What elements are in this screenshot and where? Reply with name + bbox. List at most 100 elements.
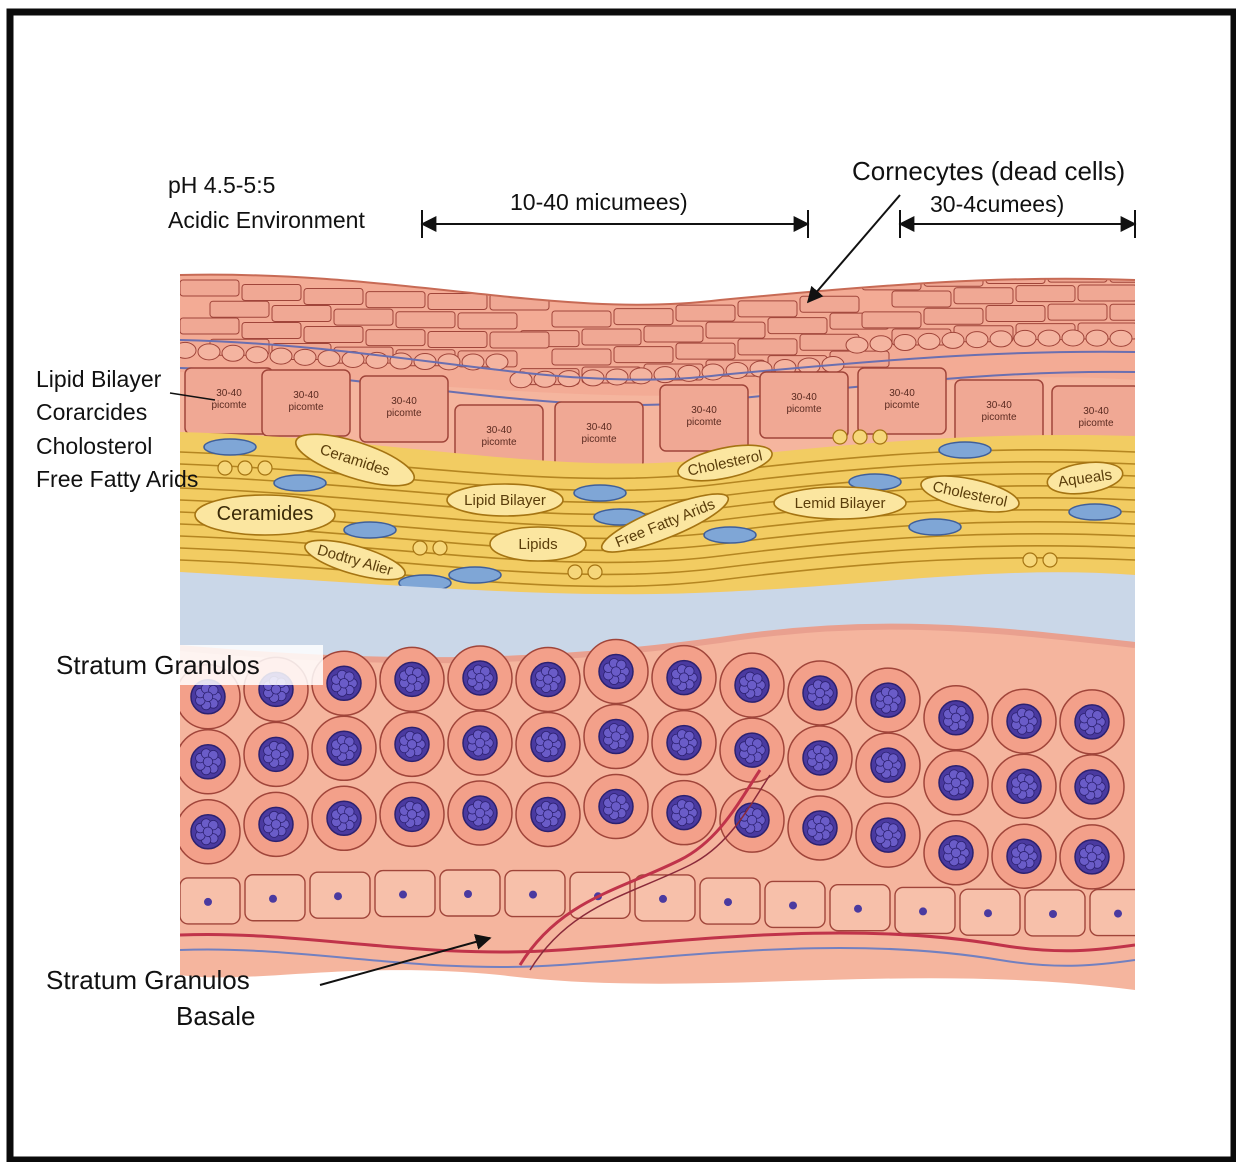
granulosum-cell <box>380 782 444 846</box>
lipid-pill-label: Ceramides <box>217 503 314 525</box>
granulosum-cell <box>924 686 988 750</box>
granulosum-cell <box>448 781 512 845</box>
width-right-label: 30-4cumees) <box>930 191 1064 217</box>
cell-unit-label: picomte <box>386 408 421 419</box>
granulosum-cell <box>584 640 648 704</box>
granulosum-cell <box>856 733 920 797</box>
granulosum-cell <box>720 788 784 852</box>
basale-cell <box>180 878 240 924</box>
lipid-pill: Ceramides <box>195 495 335 535</box>
corneocyte-cell: 30-40picomte <box>262 370 350 436</box>
granulosum-cell <box>516 647 580 711</box>
granulosum-cell <box>1060 690 1124 754</box>
granulosum-cell <box>516 712 580 776</box>
granulosum-cell <box>244 722 308 786</box>
granulosum-cell <box>924 821 988 885</box>
granulosum-cell <box>312 716 376 780</box>
basale-cell <box>245 875 305 921</box>
cell-size-label: 30-40 <box>486 425 512 436</box>
label-cholosterol: Cholosterol <box>36 433 152 459</box>
cell-unit-label: picomte <box>686 417 721 428</box>
granulosum-cell <box>992 754 1056 818</box>
basale-cell <box>765 881 825 927</box>
lipid-pill: Lipid Bilayer <box>447 484 563 516</box>
corneocytes-title: Cornecytes (dead cells) <box>852 156 1125 186</box>
granulosum-cell <box>856 803 920 867</box>
granulosum-cell <box>788 796 852 860</box>
granulosum-cell <box>992 689 1056 753</box>
lipid-pill-label: Lipids <box>518 536 557 553</box>
cell-size-label: 30-40 <box>586 422 612 433</box>
granulosum-cell <box>652 646 716 710</box>
basale-cell <box>830 885 890 931</box>
ph-label: pH 4.5-5:5 <box>168 172 275 198</box>
cell-unit-label: picomte <box>481 437 516 448</box>
label-stratum-granulos: Stratum Granulos <box>56 650 260 680</box>
cell-size-label: 30-40 <box>293 390 319 401</box>
granulosum-cell <box>652 711 716 775</box>
basale-cell <box>635 875 695 921</box>
granulosum-cell <box>176 800 240 864</box>
granulosum-cell <box>448 711 512 775</box>
granulosum-cell <box>448 646 512 710</box>
granulosum-cell <box>924 751 988 815</box>
cell-size-label: 30-40 <box>986 400 1012 411</box>
granulosum-cell <box>244 792 308 856</box>
cell-size-label: 30-40 <box>889 388 915 399</box>
basale-cell <box>310 872 370 918</box>
cell-unit-label: picomte <box>884 400 919 411</box>
label-basale-line2: Basale <box>176 1001 256 1031</box>
basale-cell <box>895 887 955 933</box>
label-lipid-bilayer: Lipid Bilayer <box>36 366 162 392</box>
granulosum-cell <box>652 781 716 845</box>
granulosum-cell <box>788 661 852 725</box>
granulosum-cell <box>1060 755 1124 819</box>
basale-cell <box>1090 890 1150 936</box>
basale-cell <box>700 878 760 924</box>
lipid-pill-label: Lipid Bilayer <box>464 492 546 509</box>
basale-cell <box>375 871 435 917</box>
cell-size-label: 30-40 <box>1083 406 1109 417</box>
basale-cell <box>505 871 565 917</box>
label-corarcides: Corarcides <box>36 399 147 425</box>
width-left-label: 10-40 micumees) <box>510 189 688 215</box>
cell-unit-label: picomte <box>211 400 246 411</box>
cell-unit-label: picomte <box>786 404 821 415</box>
acidic-environment-label: Acidic Environment <box>168 207 365 233</box>
cell-size-label: 30-40 <box>791 392 817 403</box>
granulosum-cell <box>380 647 444 711</box>
granulosum-cell <box>1060 825 1124 889</box>
lipid-pill: Lemid Bilayer <box>774 487 906 519</box>
granulosum-cell <box>176 730 240 794</box>
cell-size-label: 30-40 <box>216 388 242 399</box>
lipid-pill: Lipids <box>490 527 586 561</box>
granulosum-cell <box>584 775 648 839</box>
granulosum-cell <box>720 653 784 717</box>
cell-unit-label: picomte <box>981 412 1016 423</box>
basale-cell <box>960 889 1020 935</box>
granulosum-cell <box>312 786 376 850</box>
cell-unit-label: picomte <box>288 402 323 413</box>
cell-size-label: 30-40 <box>391 396 417 407</box>
basale-cell <box>440 870 500 916</box>
granulosum-cell <box>788 726 852 790</box>
granulosum-cell <box>992 824 1056 888</box>
granulosum-cell <box>584 705 648 769</box>
granulosum-cell <box>720 718 784 782</box>
granulosum-cell <box>516 782 580 846</box>
tissue: 30-40picomte30-40picomte30-40picomte30-4… <box>170 260 1169 1000</box>
cell-size-label: 30-40 <box>691 405 717 416</box>
cell-unit-label: picomte <box>1078 418 1113 429</box>
granulosum-cell <box>856 668 920 732</box>
label-basale-line1: Stratum Granulos <box>46 965 250 995</box>
cell-unit-label: picomte <box>581 434 616 445</box>
label-free-fatty-arids: Free Fatty Arids <box>36 466 198 492</box>
lipid-pill-label: Lemid Bilayer <box>795 495 886 512</box>
